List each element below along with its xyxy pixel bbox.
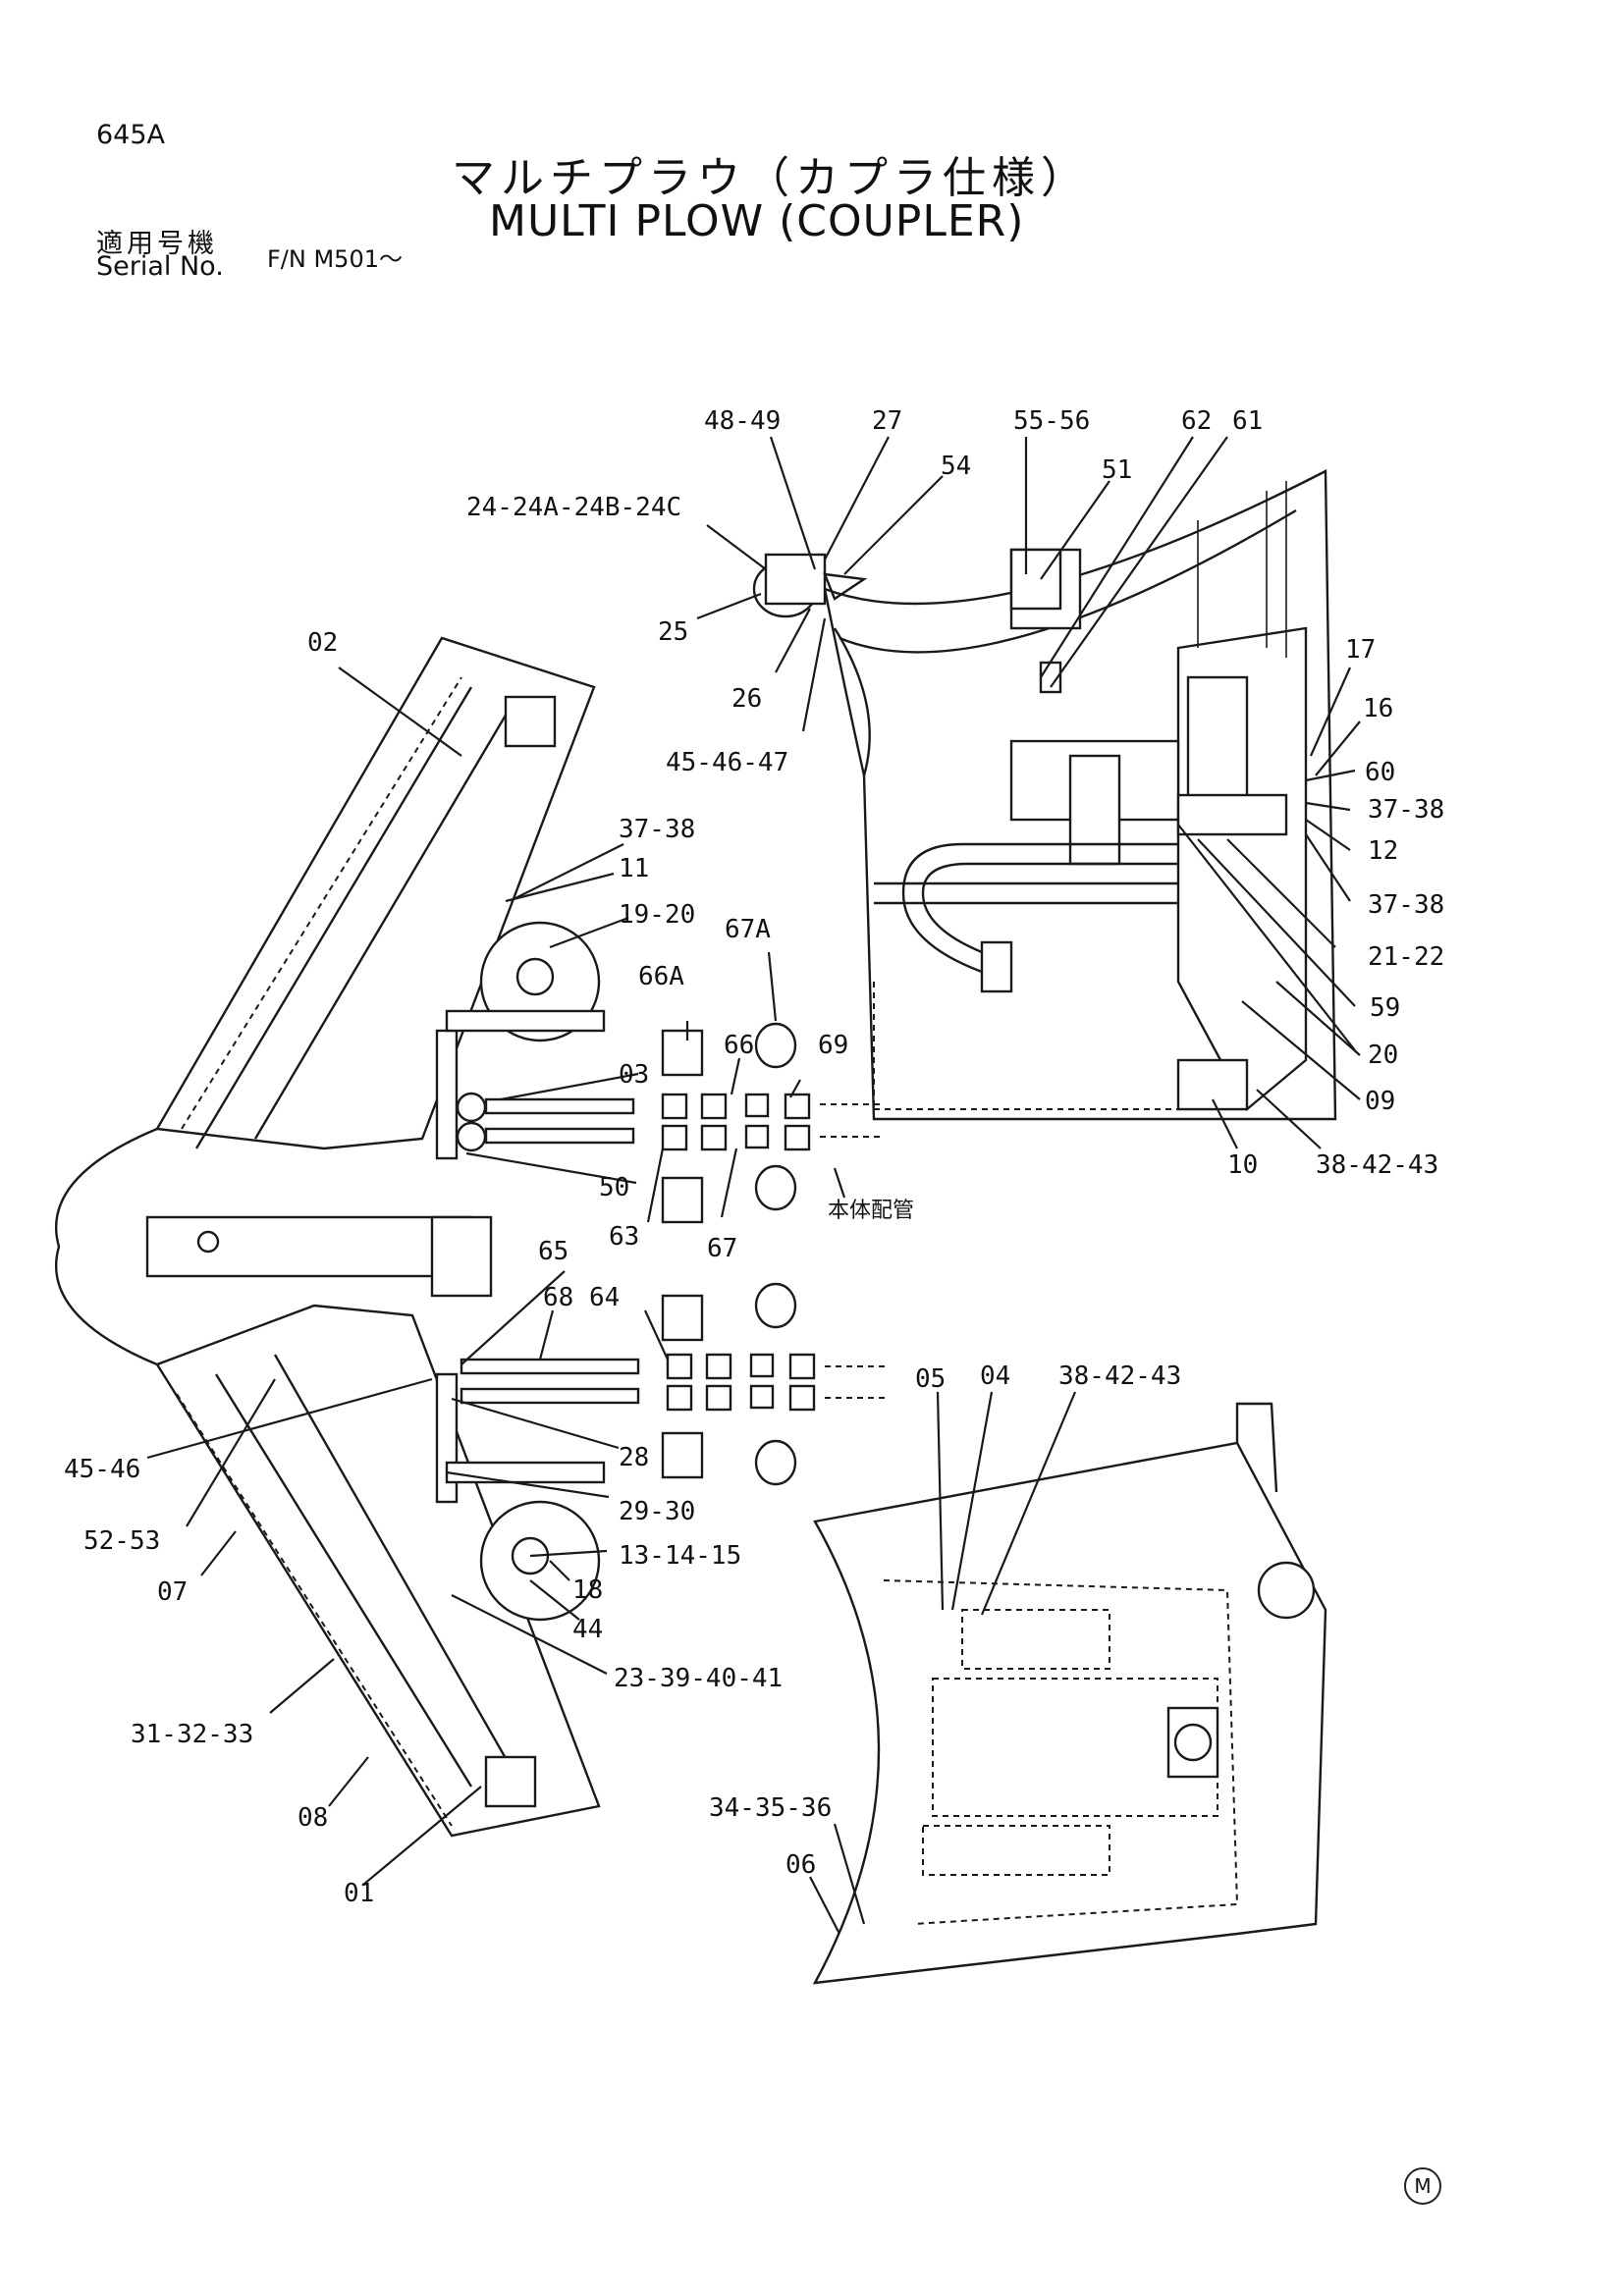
callout-45-46-47: 45-46-47 <box>666 748 788 777</box>
callout-07: 07 <box>157 1577 188 1607</box>
callout-64: 64 <box>589 1283 620 1312</box>
callout-01: 01 <box>344 1879 374 1908</box>
callout-60: 60 <box>1365 758 1395 787</box>
callout-63: 63 <box>609 1222 639 1252</box>
callout-28: 28 <box>619 1443 649 1472</box>
callout-34-35-36: 34-35-36 <box>709 1793 832 1823</box>
callout-37-38-right-upper: 37-38 <box>1368 795 1444 825</box>
callout-55-56: 55-56 <box>1013 406 1090 436</box>
callout-48-49: 48-49 <box>704 406 781 436</box>
callout-25: 25 <box>658 617 688 647</box>
callout-21-22: 21-22 <box>1368 942 1444 972</box>
callout-16: 16 <box>1363 694 1393 723</box>
callout-10: 10 <box>1227 1150 1258 1180</box>
callout-67: 67 <box>707 1234 737 1263</box>
callout-06: 06 <box>785 1850 816 1880</box>
callout-12: 12 <box>1368 836 1398 866</box>
callout-03: 03 <box>619 1060 649 1090</box>
callout-45-46: 45-46 <box>64 1455 140 1484</box>
title-english: MULTI PLOW (COUPLER) <box>489 196 1025 246</box>
callout-38-42-43-upper: 38-42-43 <box>1316 1150 1438 1180</box>
callout-09: 09 <box>1365 1087 1395 1116</box>
callout-44: 44 <box>572 1615 603 1644</box>
callout-23-39-40-41: 23-39-40-41 <box>614 1664 783 1693</box>
coupler-frame-assembly <box>752 469 1337 1121</box>
callout-05: 05 <box>915 1364 946 1394</box>
callout-37-38-right-lower: 37-38 <box>1368 890 1444 920</box>
callout-labels: 02 01 03 04 05 06 07 08 09 10 11 12 16 1… <box>64 406 1444 1908</box>
callout-69: 69 <box>818 1031 848 1060</box>
callout-65: 65 <box>538 1237 568 1266</box>
title-japanese: マルチプラウ（カプラ仕様） <box>452 153 1090 203</box>
callout-59: 59 <box>1370 993 1400 1023</box>
serial-label-english: Serial No. <box>96 251 224 282</box>
moldboard-blade <box>812 1402 1327 1985</box>
callout-66: 66 <box>724 1031 754 1060</box>
leader-lines <box>146 436 1361 1935</box>
callout-51: 51 <box>1102 455 1132 485</box>
callout-17: 17 <box>1345 635 1376 665</box>
callout-26: 26 <box>731 684 762 714</box>
callout-52-53: 52-53 <box>83 1526 160 1556</box>
callout-38-42-43-lower: 38-42-43 <box>1058 1362 1181 1391</box>
callout-04: 04 <box>980 1362 1010 1391</box>
callout-37-38-left: 37-38 <box>619 815 695 844</box>
body-piping-label: 本体配管 <box>828 1199 914 1223</box>
callout-61: 61 <box>1232 406 1263 436</box>
callout-27: 27 <box>872 406 902 436</box>
callout-54: 54 <box>941 452 971 481</box>
callout-18: 18 <box>572 1575 603 1605</box>
callout-67A: 67A <box>725 915 771 944</box>
callout-24-24A-24B-24C: 24-24A-24B-24C <box>466 493 681 522</box>
callout-50: 50 <box>599 1173 629 1202</box>
callout-20: 20 <box>1368 1041 1398 1070</box>
callout-29-30: 29-30 <box>619 1497 695 1526</box>
serial-value: F/N M501～ <box>267 245 403 273</box>
callout-02: 02 <box>307 628 338 658</box>
callout-13-14-15: 13-14-15 <box>619 1541 741 1571</box>
callout-62: 62 <box>1181 406 1212 436</box>
callout-66A: 66A <box>638 962 684 991</box>
callout-19-20: 19-20 <box>619 900 695 930</box>
hydraulic-hoses <box>456 1022 889 1486</box>
callout-31-32-33: 31-32-33 <box>131 1720 253 1749</box>
maker-mark: M <box>1404 2167 1441 2205</box>
serial-label-japanese: 適用号機 <box>96 229 218 259</box>
callout-11: 11 <box>619 854 649 883</box>
plow-wings <box>54 636 606 1838</box>
callout-08: 08 <box>298 1803 328 1833</box>
page-code: 645A <box>96 120 166 150</box>
callout-68: 68 <box>543 1283 573 1312</box>
